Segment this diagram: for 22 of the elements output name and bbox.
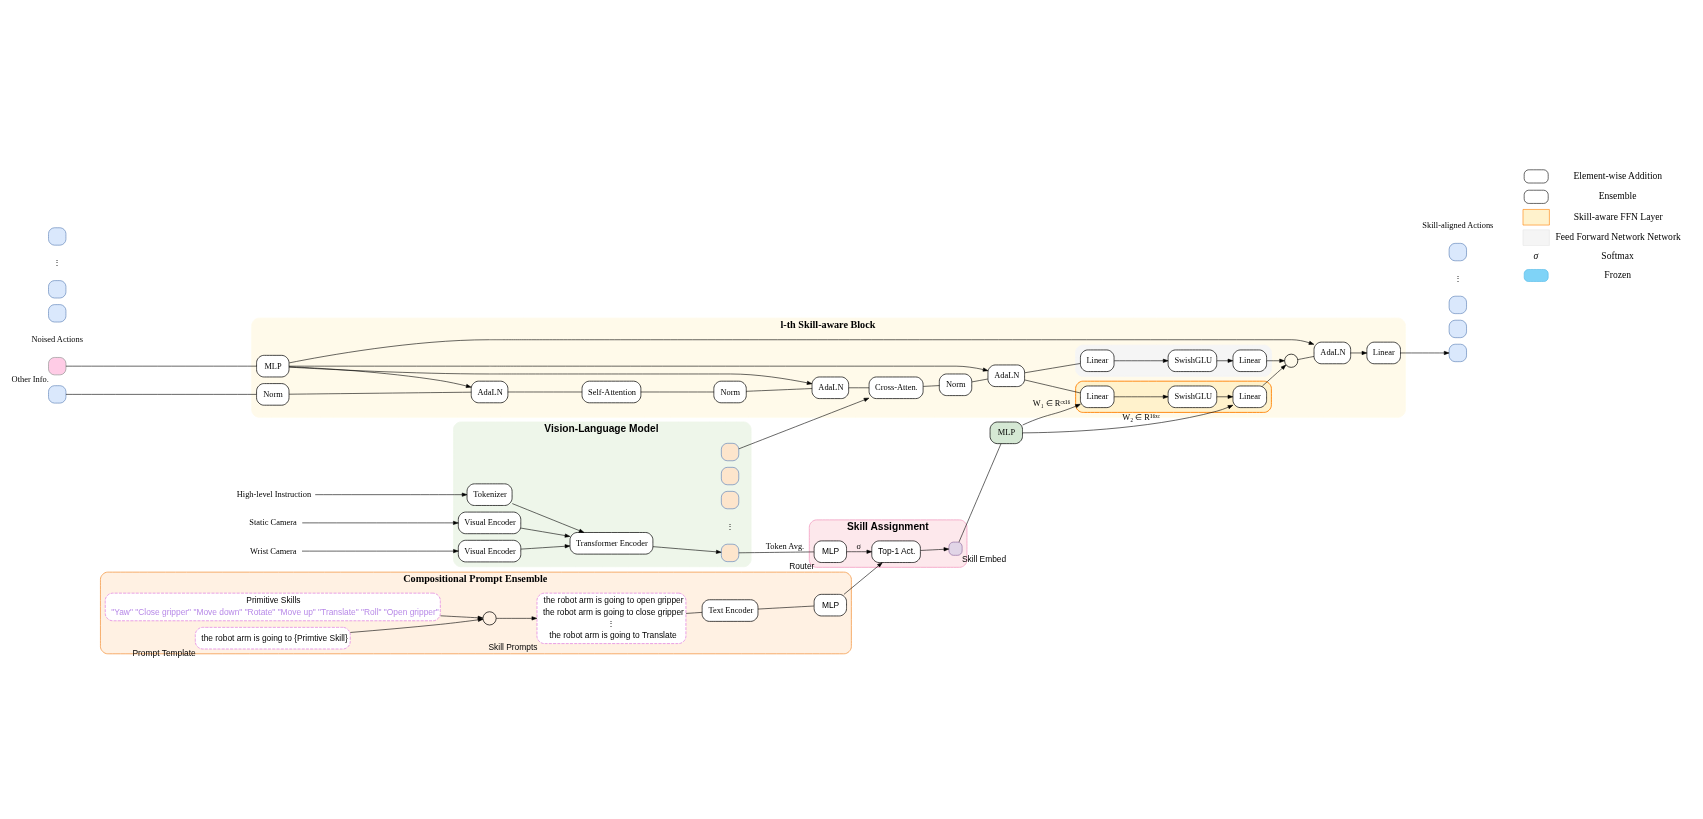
label: ⋮ bbox=[726, 521, 735, 531]
node-label: Skill Embed bbox=[961, 553, 1007, 564]
legend-label: Frozen bbox=[1604, 268, 1631, 280]
node-text: Wrist Camera bbox=[249, 546, 297, 556]
label: Noised Actions bbox=[31, 334, 83, 344]
node-label: Other Info. bbox=[11, 374, 49, 384]
edge-label: Token Avg. bbox=[765, 541, 805, 551]
node-label: Router bbox=[789, 560, 815, 571]
label: ⋮ bbox=[53, 257, 62, 267]
legend-label: Softmax bbox=[1601, 249, 1634, 261]
label: σ bbox=[1533, 249, 1539, 261]
label: ⋮ bbox=[1453, 273, 1462, 283]
legend-label: Skill-aware FFN Layer bbox=[1573, 210, 1663, 222]
edge-label: W₁ ∈ Rᶜˣ¹⁶ bbox=[1032, 398, 1071, 408]
legend-label: Feed Forward Network Network bbox=[1555, 230, 1681, 242]
label: Skill-aligned Actions bbox=[1422, 220, 1494, 230]
legend-label: Ensemble bbox=[1598, 189, 1637, 201]
node-label: Skill Prompts bbox=[488, 641, 538, 652]
legend-label: Element-wise Addition bbox=[1573, 169, 1663, 181]
node-text: Static Camera bbox=[249, 517, 297, 527]
edge-label: σ bbox=[856, 541, 862, 551]
node-text: High-level Instruction bbox=[236, 489, 312, 499]
